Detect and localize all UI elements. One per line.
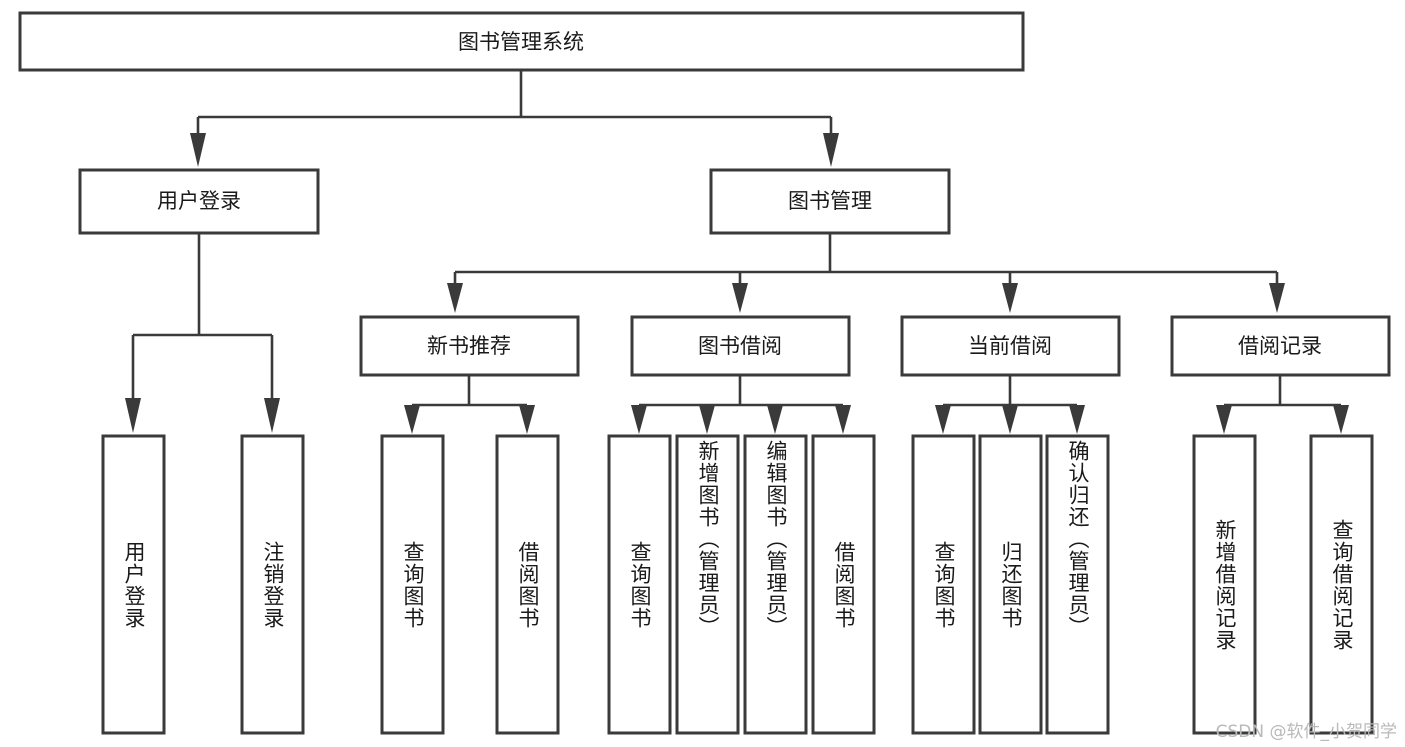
leaf-text-query-record-holder: 查询借阅记录 (1311, 436, 1372, 733)
arrow-leaf-query-record (1333, 405, 1349, 434)
book-manage-box[interactable] (709, 168, 951, 235)
leaf-text-user-login-holder: 用户登录 (103, 436, 164, 733)
leaf-box-confirm-return[interactable] (1045, 434, 1110, 735)
leaf-box-query-book-2[interactable] (607, 434, 672, 735)
node-borrow-record[interactable]: 借阅记录 (1170, 315, 1391, 377)
leaf-box-edit-book[interactable] (743, 434, 808, 735)
leaf-label-confirm-return: 确认归还（管理员） (1065, 440, 1090, 638)
leaf-box-logout[interactable] (240, 434, 305, 735)
borrow-record-label: 借阅记录 (1238, 334, 1322, 358)
arrow-to-current-borrow (1002, 283, 1018, 313)
leaf-text-logout-holder: 注销登录 (242, 436, 303, 733)
arrow-leaf-query-book-2 (631, 405, 647, 434)
leaf-label-query-record: 查询借阅记录 (1329, 518, 1354, 651)
root-label: 图书管理系统 (458, 30, 584, 54)
arrow-leaf-return-book (1002, 405, 1018, 434)
book-borrow-label: 图书借阅 (698, 334, 782, 358)
leaf-label-logout: 注销登录 (260, 540, 285, 629)
leaf-box-layer (101, 434, 1374, 735)
leaf-text-query-book-3-holder: 查询图书 (913, 436, 974, 733)
arrow-leaf-query-book-3 (935, 405, 951, 434)
leaf-label-add-book: 新增图书（管理员） (695, 440, 720, 638)
current-borrow-label: 当前借阅 (968, 334, 1052, 358)
arrow-leaf-add-book (699, 405, 715, 434)
arrow-leaf-query-book-1 (404, 405, 420, 434)
current-borrow-box[interactable] (900, 315, 1121, 377)
leaf-text-add-record-holder: 新增借阅记录 (1194, 436, 1255, 733)
connector-layer (125, 70, 1349, 434)
arrow-to-book-manage (823, 133, 839, 167)
arrow-to-book-borrow (732, 283, 748, 313)
user-login-label: 用户登录 (157, 189, 241, 213)
arrow-to-borrow-record (1269, 283, 1285, 313)
root-box[interactable] (18, 11, 1025, 72)
new-book-recommend-label: 新书推荐 (427, 334, 511, 358)
leaf-text-confirm-return-holder: 确认归还（管理员） (1047, 436, 1108, 733)
arrow-leaf-confirm-return (1069, 405, 1085, 434)
arrow-leaf-edit-book (767, 405, 783, 434)
leaf-box-borrow-book-2[interactable] (811, 434, 876, 735)
leaf-box-borrow-book-1[interactable] (495, 434, 560, 735)
leaf-text-edit-book-holder: 编辑图书（管理员） (745, 436, 806, 733)
leaf-label-add-record: 新增借阅记录 (1212, 518, 1237, 651)
leaf-box-user-login[interactable] (101, 434, 166, 735)
leaf-label-user-login: 用户登录 (121, 540, 146, 629)
leaf-box-add-book[interactable] (675, 434, 740, 735)
arrow-leaf-borrow-book-1 (519, 405, 535, 434)
leaf-box-query-record[interactable] (1309, 434, 1374, 735)
leaf-text-borrow-book-2-holder: 借阅图书 (813, 436, 874, 733)
leaf-text-add-book-holder: 新增图书（管理员） (677, 436, 738, 733)
node-user-login[interactable]: 用户登录 (78, 168, 320, 235)
node-root[interactable]: 图书管理系统 (18, 11, 1025, 72)
leaf-box-return-book[interactable] (978, 434, 1043, 735)
arrow-leaf-logout (264, 398, 280, 433)
borrow-record-box[interactable] (1170, 315, 1391, 377)
book-manage-label: 图书管理 (788, 189, 872, 213)
leaf-text-return-book-holder: 归还图书 (980, 436, 1041, 733)
leaf-label-borrow-book-1: 借阅图书 (515, 540, 540, 629)
leaf-label-return-book: 归还图书 (998, 540, 1023, 629)
leaf-box-add-record[interactable] (1192, 434, 1257, 735)
leaf-text-borrow-book-1-holder: 借阅图书 (497, 436, 558, 733)
arrow-to-user-login (190, 133, 206, 167)
leaf-text-layer: 用户登录 注销登录 查询图书 借阅图书 查询图书 (103, 436, 1372, 733)
leaf-label-query-book-2: 查询图书 (627, 540, 652, 629)
leaf-box-query-book-1[interactable] (380, 434, 445, 735)
arrow-leaf-user-login (125, 398, 141, 433)
arrow-leaf-borrow-book-2 (835, 405, 851, 434)
leaf-text-query-book-2-holder: 查询图书 (609, 436, 670, 733)
node-current-borrow[interactable]: 当前借阅 (900, 315, 1121, 377)
arrow-to-new-book-recommend (447, 283, 463, 313)
user-login-box[interactable] (78, 168, 320, 235)
leaf-label-query-book-3: 查询图书 (931, 540, 956, 629)
node-book-borrow[interactable]: 图书借阅 (630, 315, 851, 377)
node-book-manage[interactable]: 图书管理 (709, 168, 951, 235)
leaf-box-query-book-3[interactable] (911, 434, 976, 735)
leaf-label-edit-book: 编辑图书（管理员） (763, 440, 788, 638)
node-new-book-recommend[interactable]: 新书推荐 (359, 315, 580, 377)
leaf-text-query-book-1-holder: 查询图书 (382, 436, 443, 733)
leaf-label-borrow-book-2: 借阅图书 (831, 540, 856, 629)
book-borrow-box[interactable] (630, 315, 851, 377)
new-book-recommend-box[interactable] (359, 315, 580, 377)
arrow-leaf-add-record (1216, 405, 1232, 434)
leaf-label-query-book-1: 查询图书 (400, 540, 425, 629)
